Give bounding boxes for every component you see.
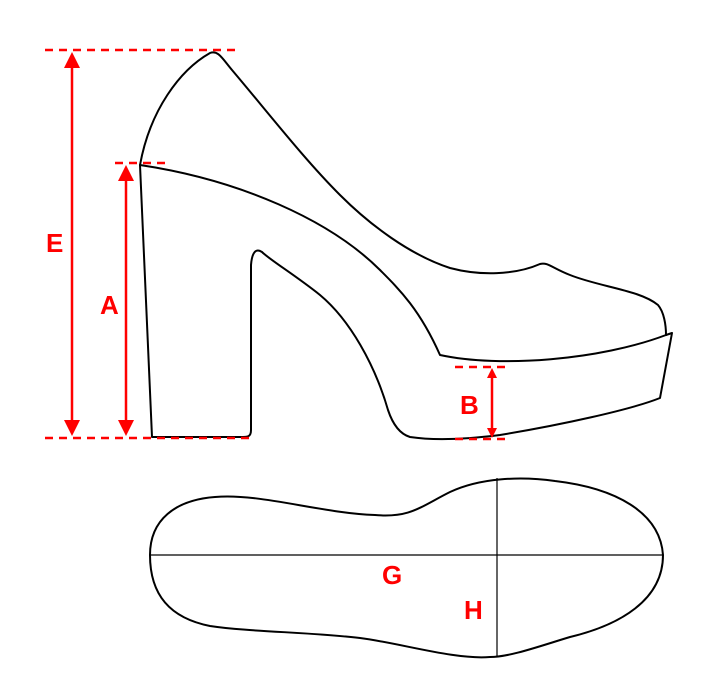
b-arrow-head-up	[487, 368, 497, 378]
label-a: A	[100, 290, 119, 320]
a-arrow-head-down	[118, 420, 134, 436]
shoe-upper-outline	[139, 51, 667, 336]
b-arrow-head-down	[487, 428, 497, 438]
a-arrow-head-up	[118, 165, 134, 181]
sole-outline	[149, 477, 664, 659]
label-g: G	[382, 560, 402, 590]
e-arrow-head-down	[64, 420, 80, 436]
sole-top-view	[149, 477, 664, 659]
label-b: B	[460, 390, 479, 420]
measurement-labels: E A B G H	[46, 228, 483, 625]
e-arrow-head-up	[64, 52, 80, 68]
measurement-guides	[45, 48, 510, 441]
shoe-side-view	[139, 51, 673, 441]
shoe-sole-platform-outline	[139, 164, 673, 441]
label-e: E	[46, 228, 63, 258]
shoe-insole-line	[139, 164, 667, 363]
label-h: H	[464, 595, 483, 625]
